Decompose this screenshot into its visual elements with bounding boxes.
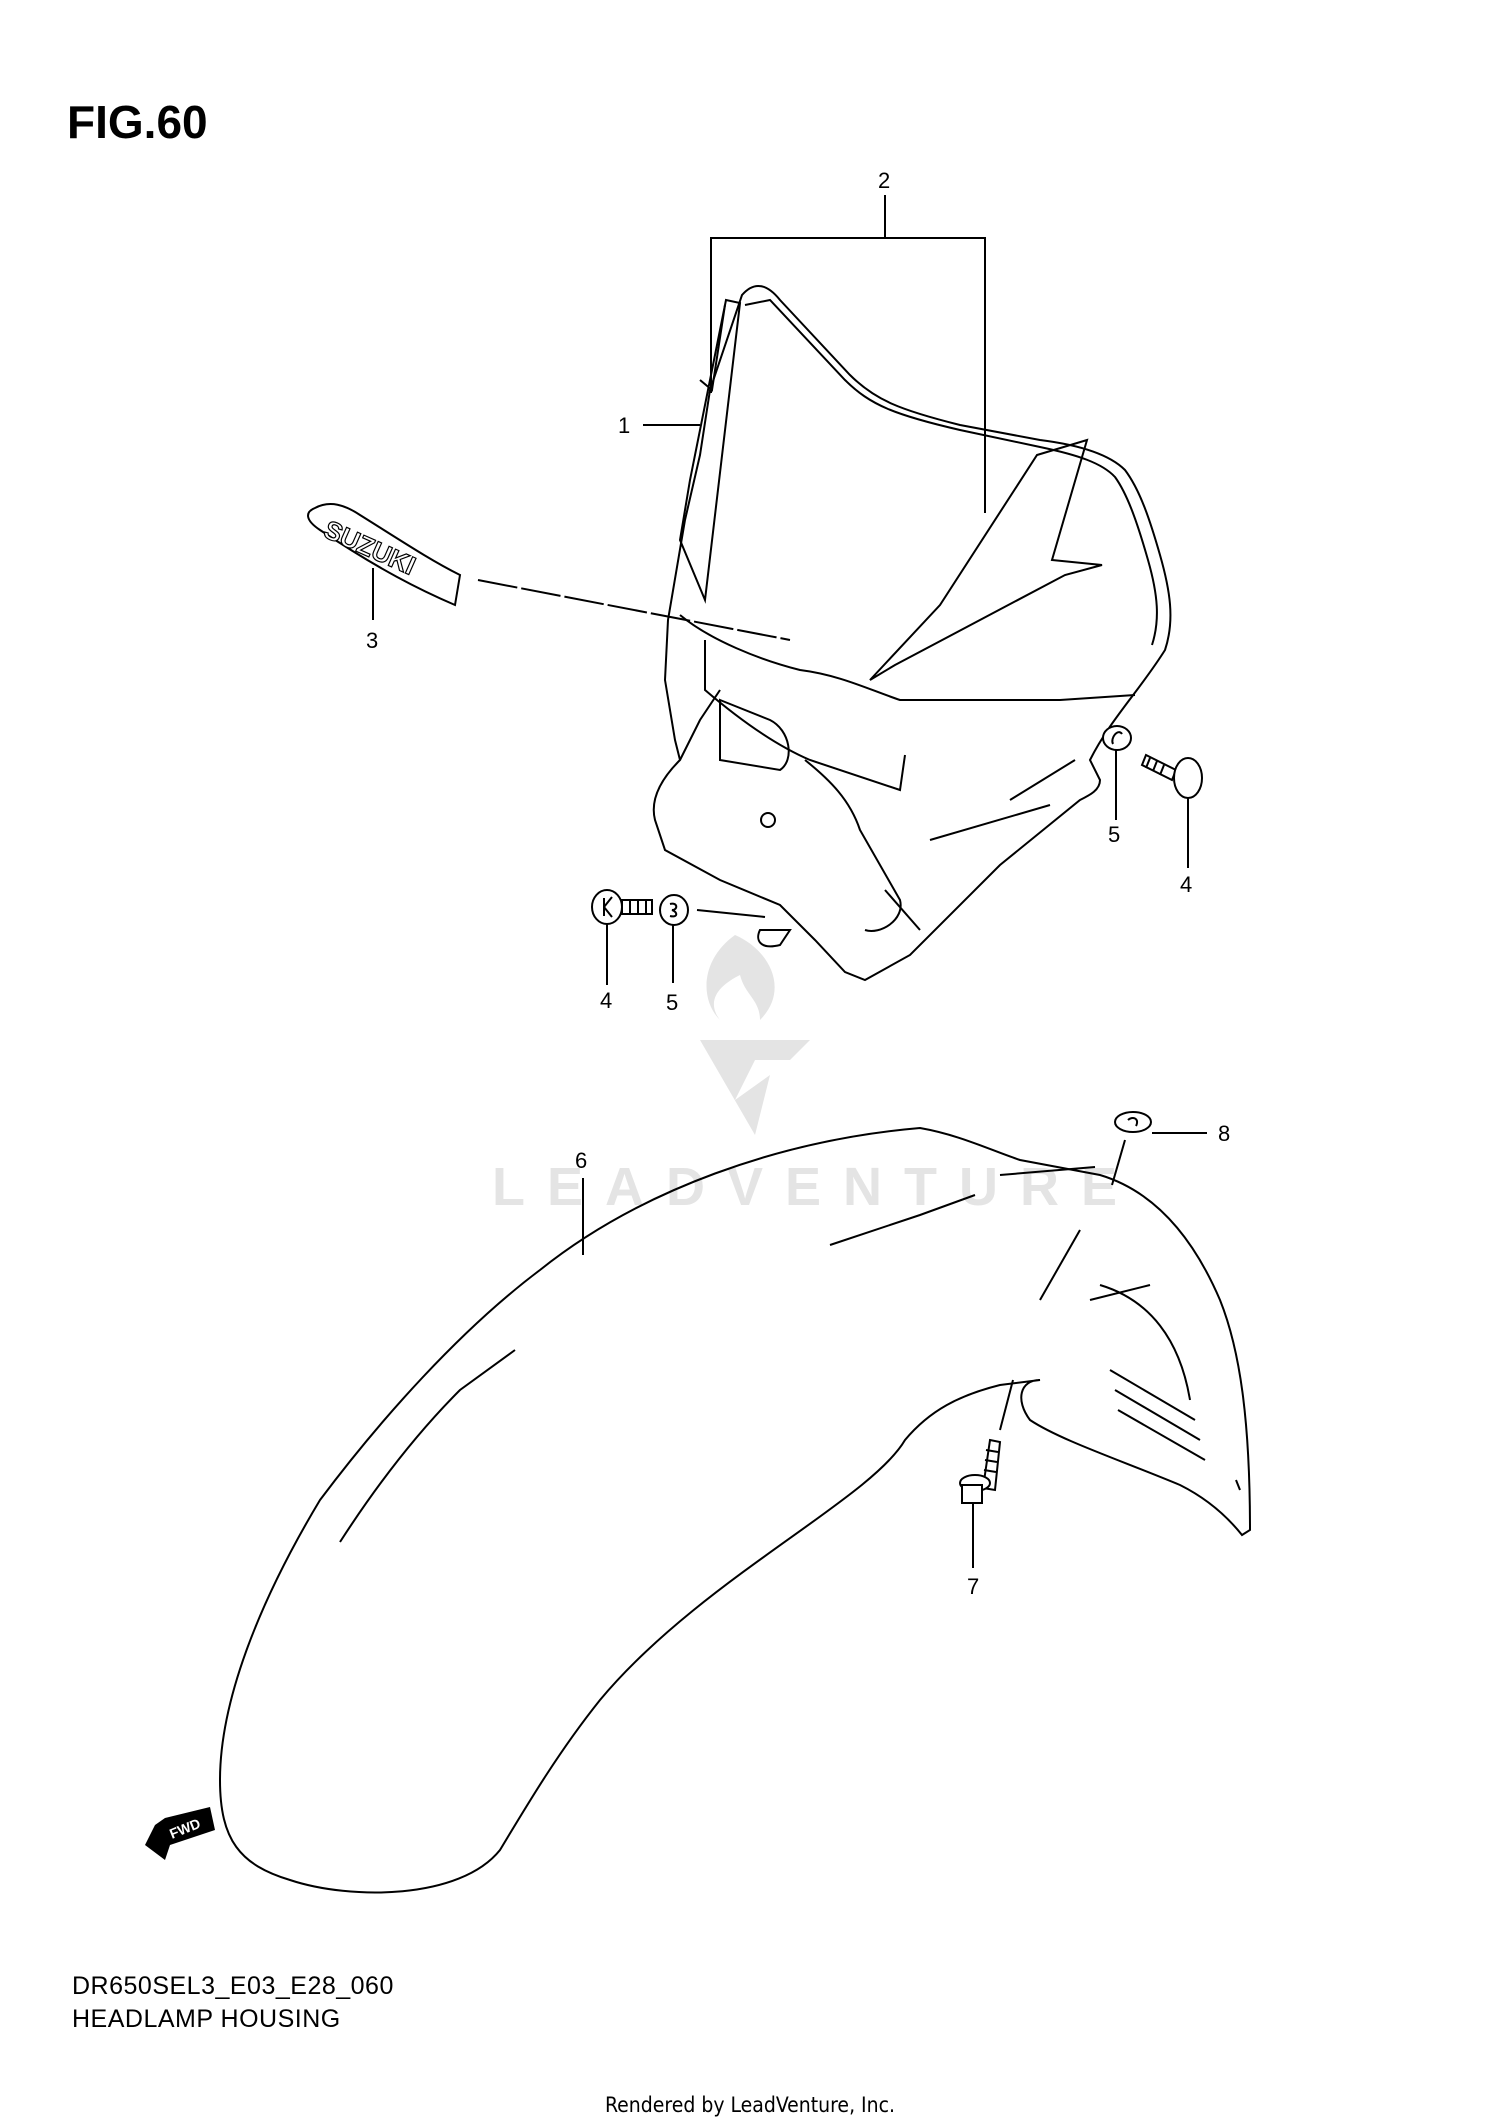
figure-title: FIG.60 — [67, 96, 208, 148]
screw-right — [1140, 753, 1203, 868]
render-credit: Rendered by LeadVenture, Inc. — [605, 2093, 895, 2117]
callout-6-label: 6 — [575, 1148, 587, 1173]
callout-8-label: 8 — [1218, 1121, 1230, 1146]
callout-5-left-label: 5 — [666, 990, 678, 1015]
watermark-text: LEADVENTURE — [492, 1157, 1139, 1217]
watermark: LEADVENTURE — [492, 935, 1139, 1217]
callout-2-label: 2 — [878, 168, 890, 193]
screw-left — [591, 889, 653, 985]
suzuki-emblem: SUZUKI — [307, 503, 791, 641]
callout-4-left-label: 4 — [600, 988, 612, 1013]
watermark-v-logo-icon — [700, 1040, 810, 1135]
section-title: HEADLAMP HOUSING — [72, 2005, 341, 2033]
suzuki-emblem-text: SUZUKI — [320, 514, 421, 581]
callout-2 — [710, 195, 986, 513]
callout-3-label: 3 — [366, 628, 378, 653]
callout-7-label: 7 — [967, 1574, 979, 1599]
model-code: DR650SEL3_E03_E28_060 — [72, 1972, 394, 2000]
callout-4-right-label: 4 — [1180, 872, 1192, 897]
grommet-right — [1102, 725, 1132, 820]
grommet-left — [659, 894, 766, 983]
callout-5-right-label: 5 — [1108, 822, 1120, 847]
fender-bolt — [959, 1379, 1014, 1568]
fender-grommet — [1111, 1111, 1207, 1186]
callout-1-label: 1 — [618, 413, 630, 438]
watermark-flame-icon — [706, 935, 775, 1020]
fwd-arrow-icon: FWD — [145, 1807, 215, 1860]
front-fender — [218, 1126, 1252, 1894]
headlamp-housing — [652, 285, 1172, 982]
